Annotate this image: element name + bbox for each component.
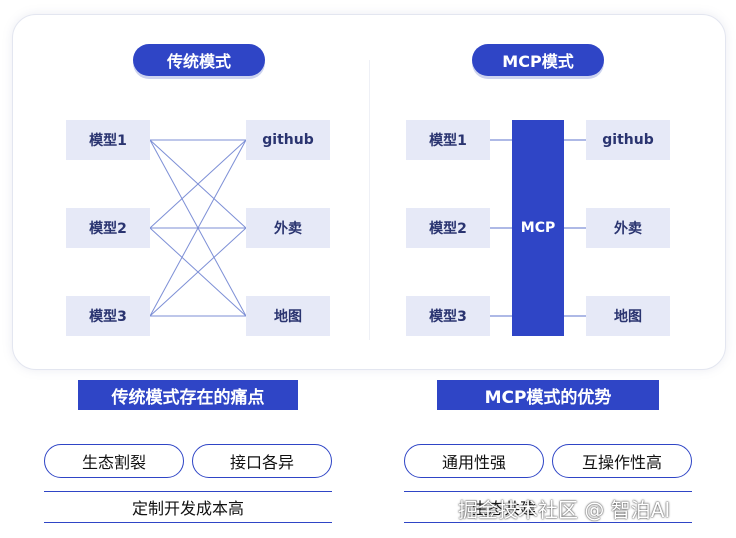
- pain-point-cost: 定制开发成本高: [131, 499, 244, 518]
- pain-rule-bottom: [44, 522, 332, 523]
- left-service-takeout: 外卖: [246, 208, 330, 248]
- right-model-3: 模型3: [406, 296, 490, 336]
- left-service-map: 地图: [246, 296, 330, 336]
- edge-m3-s1: [149, 139, 247, 317]
- edge-m2-s1: [149, 139, 247, 229]
- right-service-takeout: 外卖: [586, 208, 670, 248]
- watermark: 掘金技术社区 @ 智泊AI: [458, 498, 671, 522]
- advantage-interop: 互操作性高: [552, 444, 692, 478]
- advantage-universal: 通用性强: [404, 444, 544, 478]
- advantage-rule-bottom: [404, 522, 692, 523]
- right-model-2: 模型2: [406, 208, 490, 248]
- right-service-github: github: [586, 120, 670, 160]
- advantage-rule-top: [404, 491, 692, 492]
- right-service-map: 地图: [586, 296, 670, 336]
- advantages-heading: MCP模式的优势: [437, 380, 659, 410]
- right-model-1: 模型1: [406, 120, 490, 160]
- pain-point-ecosystem: 生态割裂: [44, 444, 184, 478]
- left-model-1: 模型1: [66, 120, 150, 160]
- mcp-mode-title: MCP模式: [472, 44, 604, 76]
- mcp-hub: MCP: [512, 120, 564, 336]
- pain-rule-top: [44, 491, 332, 492]
- left-model-2: 模型2: [66, 208, 150, 248]
- edge-m3-s2: [149, 227, 247, 317]
- left-model-3: 模型3: [66, 296, 150, 336]
- pain-points-heading: 传统模式存在的痛点: [78, 380, 298, 410]
- traditional-mode-title: 传统模式: [133, 44, 265, 76]
- pain-point-interfaces: 接口各异: [192, 444, 332, 478]
- advantage-ecosystem: 生态共建: [471, 499, 536, 518]
- left-service-github: github: [246, 120, 330, 160]
- panel-divider: [369, 60, 370, 340]
